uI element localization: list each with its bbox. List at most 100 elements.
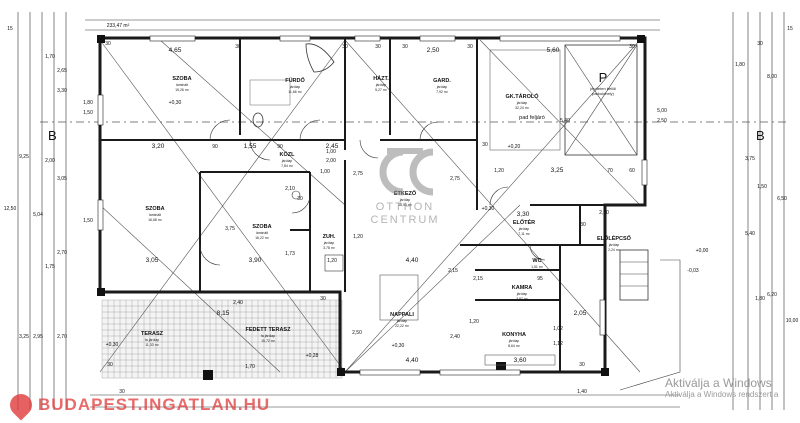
svg-text:járólap: járólap [518,227,530,231]
svg-text:NAPPALI: NAPPALI [390,312,414,318]
svg-text:15,26 m²: 15,26 m² [175,88,190,92]
svg-text:1,75: 1,75 [45,264,55,270]
level-markers: +0,30 +0,20 +0,30 +0,30 +0,28 +0,30 +0,0… [106,100,709,359]
svg-text:16,68 m²: 16,68 m² [148,218,163,222]
svg-text:1,50: 1,50 [83,110,93,116]
svg-text:1,51 m²: 1,51 m² [531,265,544,269]
svg-text:2,45: 2,45 [326,143,339,150]
svg-text:2,40: 2,40 [450,334,460,340]
kitchen-island [379,274,419,321]
svg-text:5,04: 5,04 [33,212,43,218]
level-marker: -0,03 [687,268,699,274]
svg-text:4,65: 4,65 [169,47,182,54]
svg-text:járólap: járólap [281,159,293,163]
section-line-b: B B [40,121,790,143]
svg-text:3,30: 3,30 [57,88,67,94]
windows [97,35,648,376]
dimensions-top: 233,47 m² 30 4,65 30 30 30 30 2,50 30 5,… [105,23,635,54]
svg-text:12,50: 12,50 [4,206,17,212]
svg-text:22,22 m²: 22,22 m² [395,324,410,328]
svg-text:1,00: 1,00 [320,169,330,175]
svg-text:7,11 m²: 7,11 m² [518,232,530,236]
parking-area [489,44,638,156]
svg-text:1,73: 1,73 [285,251,295,257]
level-marker: +0,30 [169,100,182,106]
svg-text:3,97 m²: 3,97 m² [516,297,529,301]
svg-text:30: 30 [629,44,635,50]
svg-text:233,47 m²: 233,47 m² [107,23,130,29]
svg-text:3,25: 3,25 [551,167,564,174]
svg-text:32,24 m²: 32,24 m² [515,106,530,110]
svg-text:8,64 m²: 8,64 m² [508,344,521,348]
doors [199,119,546,266]
windows-activation-notice: Aktiválja a Windows Aktiválja a Windows … [665,376,778,399]
parking-note-2: parkolóhely) [592,91,614,96]
svg-text:4,40: 4,40 [406,357,419,364]
svg-text:3,20: 3,20 [152,143,165,150]
parking-note-1: (építeten belüli [590,86,616,91]
windows-activation-subtitle: Aktiválja a Windows rendszert a [665,390,779,399]
svg-text:1,20: 1,20 [469,319,479,325]
parking-sign: P (építeten belüli parkolóhely) pad felj… [519,70,616,121]
brand-line-2: CENTRUM [370,214,440,226]
svg-text:30: 30 [580,222,586,228]
svg-text:7,92 m²: 7,92 m² [436,90,449,94]
svg-text:2,65: 2,65 [57,68,67,74]
svg-text:1,80: 1,80 [755,296,765,302]
pad-note: pad feljáró [519,115,545,121]
svg-text:5,00: 5,00 [657,108,667,114]
interior-walls [100,38,605,372]
svg-text:95: 95 [537,276,543,282]
svg-text:90: 90 [277,144,283,150]
location-pin-icon [5,389,37,421]
svg-text:30: 30 [320,296,326,302]
svg-text:1,20: 1,20 [494,168,504,174]
svg-text:ÉTKEZŐ: ÉTKEZŐ [394,189,417,197]
site-watermark-text: BUDAPEST.INGATLAN.HU [38,395,271,414]
svg-text:járólap: járólap [375,83,387,87]
svg-text:3,25: 3,25 [19,334,29,340]
fixtures [249,43,681,391]
svg-text:30: 30 [107,362,113,368]
svg-text:6,20: 6,20 [767,292,777,298]
level-marker: +0,30 [482,206,495,212]
oc-logo-icon [379,148,434,196]
bathtub-fixture [305,43,335,73]
svg-text:laminált: laminált [176,83,188,87]
svg-text:FEDETT TERASZ: FEDETT TERASZ [246,327,292,333]
svg-text:fa járólap: fa járólap [261,334,275,338]
svg-text:járólap: járólap [289,85,301,89]
svg-text:járólap: járólap [399,198,411,202]
svg-text:járólap: járólap [323,241,335,245]
parking-letter: P [599,70,608,85]
svg-text:8,15: 8,15 [217,310,230,317]
site-watermark: BUDAPEST.INGATLAN.HU [0,389,271,421]
svg-text:járólap: járólap [396,319,408,323]
svg-text:KONYHA: KONYHA [502,332,526,338]
svg-text:15,72 m²: 15,72 m² [261,339,276,343]
svg-text:3,75: 3,75 [745,156,755,162]
level-marker: +0,30 [106,342,119,348]
svg-text:2,95: 2,95 [33,334,43,340]
svg-text:5,40: 5,40 [745,231,755,237]
svg-text:2,50: 2,50 [352,330,362,336]
svg-text:15: 15 [7,26,13,32]
svg-text:1,02: 1,02 [553,326,563,332]
svg-text:9,25: 9,25 [19,154,29,160]
svg-text:3,30: 3,30 [517,211,530,218]
svg-text:16,22 m²: 16,22 m² [255,236,270,240]
svg-text:1,70: 1,70 [45,54,55,60]
svg-text:70: 70 [607,168,613,174]
svg-text:2,70: 2,70 [57,250,67,256]
svg-text:30: 30 [105,41,111,47]
